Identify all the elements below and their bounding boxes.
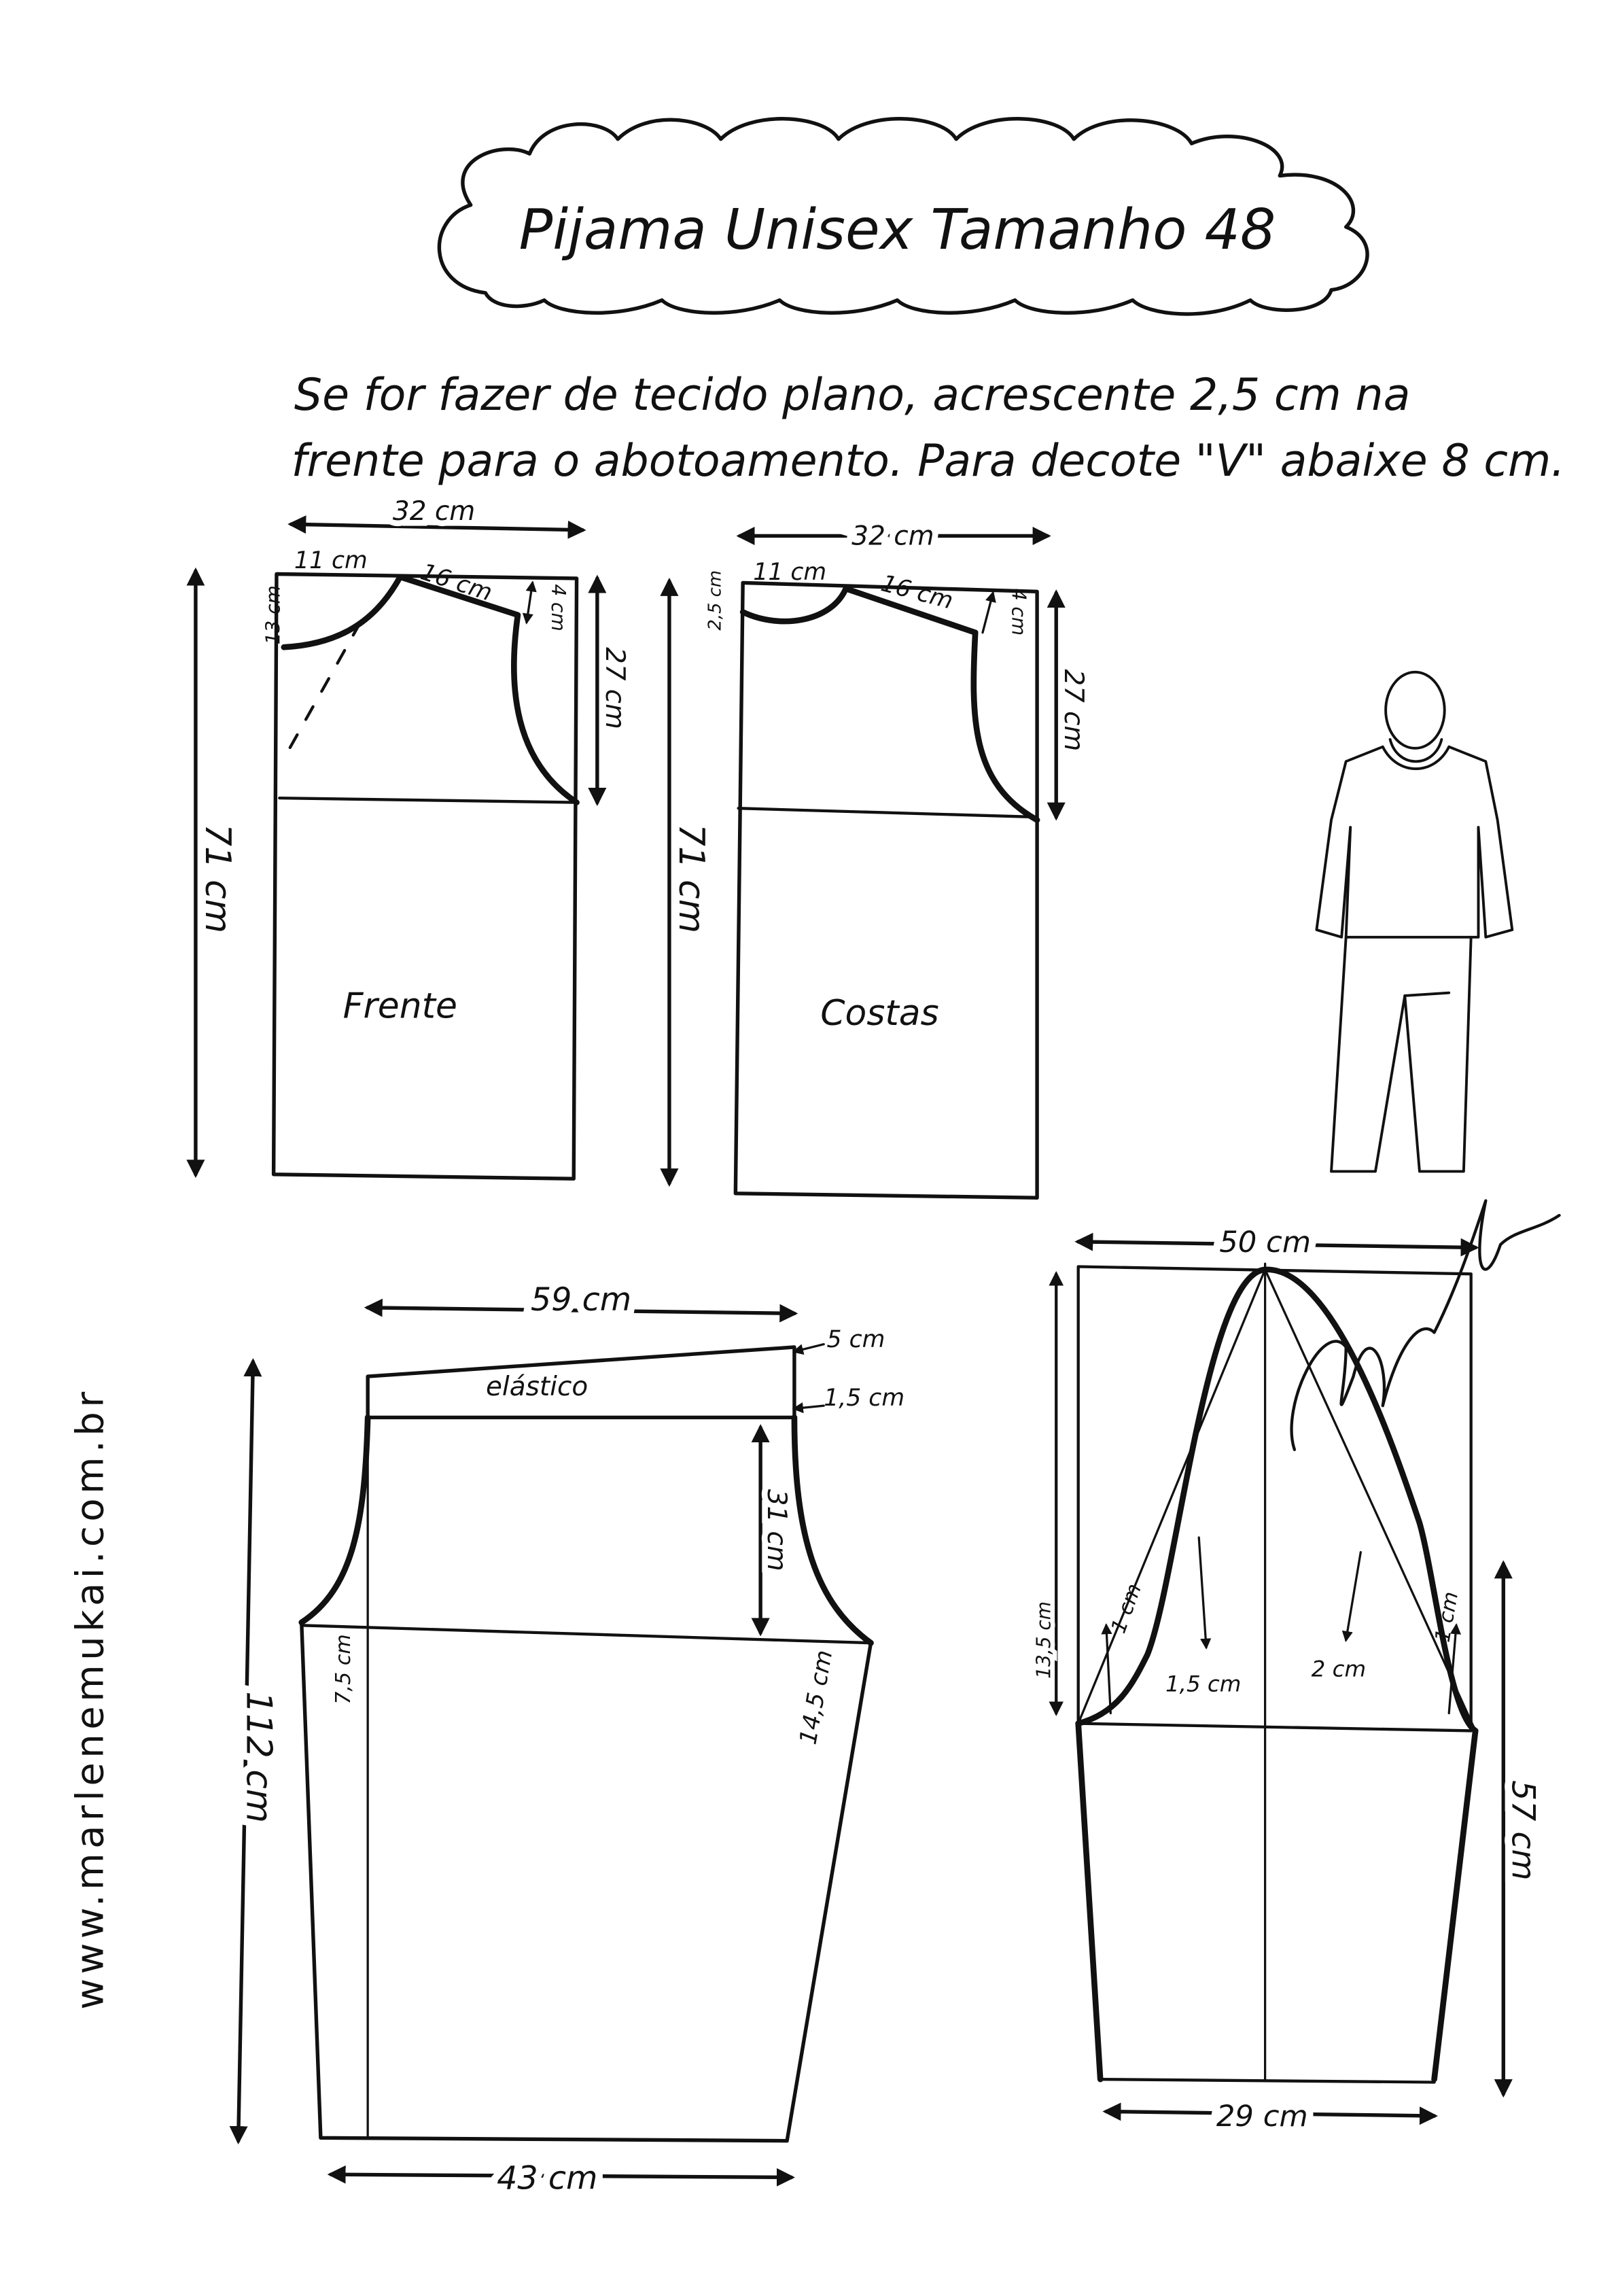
- sleeve-width-label: 50 cm: [1219, 1225, 1311, 1259]
- signature: [1290, 1199, 1561, 1451]
- back-width-label: 32 cm: [851, 521, 934, 551]
- pants-back-crotch-label: 14,5 cm: [794, 1648, 838, 1747]
- pants-front-crotch-label: 7,5 cm: [332, 1634, 355, 1704]
- front-length-label: 71 cm: [197, 824, 238, 933]
- sleeve-right-mid-label: 2 cm: [1312, 1656, 1366, 1682]
- instruction-line-1: Se for fazer de tecido plano, acrescente…: [294, 370, 1410, 421]
- front-armhole-label: 27 cm: [599, 647, 630, 729]
- pants-elastic-label: elástico: [486, 1372, 588, 1402]
- back-neck-width-label: 11 cm: [753, 559, 826, 586]
- sleeve-left-mid-label: 1,5 cm: [1165, 1671, 1241, 1697]
- front-neck-depth-label: 13 cm: [262, 585, 284, 644]
- sleeve-left-offset-label: 1 cm: [1107, 1580, 1147, 1636]
- sleeve-length-label: 57 cm: [1504, 1780, 1541, 1881]
- front-piece-label: Frente: [343, 986, 457, 1026]
- pants-hem-label: 43 cm: [497, 2160, 597, 2197]
- page-title: Pijama Unisex Tamanho 48: [519, 198, 1276, 262]
- pants-rise-label: 31 cm: [761, 1489, 792, 1571]
- title-cloud: Pijama Unisex Tamanho 48: [437, 117, 1369, 316]
- pants-length-label: 112 cm: [239, 1691, 279, 1823]
- pants-gap-label: 1,5 cm: [824, 1385, 904, 1412]
- website-url: www.marlenemukai.com.br: [68, 1387, 112, 2010]
- sleeve-cap-height-label: 13,5 cm: [1033, 1601, 1055, 1679]
- pants-waist-label: 59 cm: [531, 1281, 631, 1319]
- front-shoulder-label: 16 cm: [417, 559, 495, 607]
- back-length-label: 71 cm: [671, 824, 711, 933]
- pants-waistband-label: 5 cm: [827, 1326, 885, 1353]
- back-shoulder-label: 16 cm: [878, 570, 956, 614]
- back-armhole-label: 27 cm: [1058, 669, 1089, 751]
- sleeve-cuff-label: 29 cm: [1216, 2100, 1308, 2134]
- front-width-label: 32 cm: [393, 496, 475, 527]
- back-piece-label: Costas: [820, 993, 938, 1034]
- back-bodice-pattern: 32 cm 11 cm 16 cm 2,5 cm 4 cm 27 cm 71 c…: [660, 515, 1095, 1200]
- pajama-figure-sketch: [1315, 670, 1514, 1173]
- front-shoulder-drop-label: 4 cm: [547, 584, 569, 631]
- pants-pattern: 59 cm elástico 5 cm 1,5 cm 31 cm 7,5 cm …: [229, 1274, 904, 2205]
- back-shoulder-drop-label: 4 cm: [1007, 589, 1030, 636]
- back-neck-depth-label: 2,5 cm: [705, 570, 726, 631]
- instruction-line-2: frente para o abotoamento. Para decote "…: [292, 436, 1565, 487]
- front-neck-width-label: 11 cm: [294, 547, 368, 574]
- front-bodice-pattern: 32 cm 11 cm 16 cm 13 cm 4 cm 27 cm 71 cm…: [186, 490, 636, 1181]
- sleeve-pattern: 50 cm 13,5 cm 1 cm 1,5 cm 2 cm 1 cm 57 c…: [1028, 1218, 1549, 2141]
